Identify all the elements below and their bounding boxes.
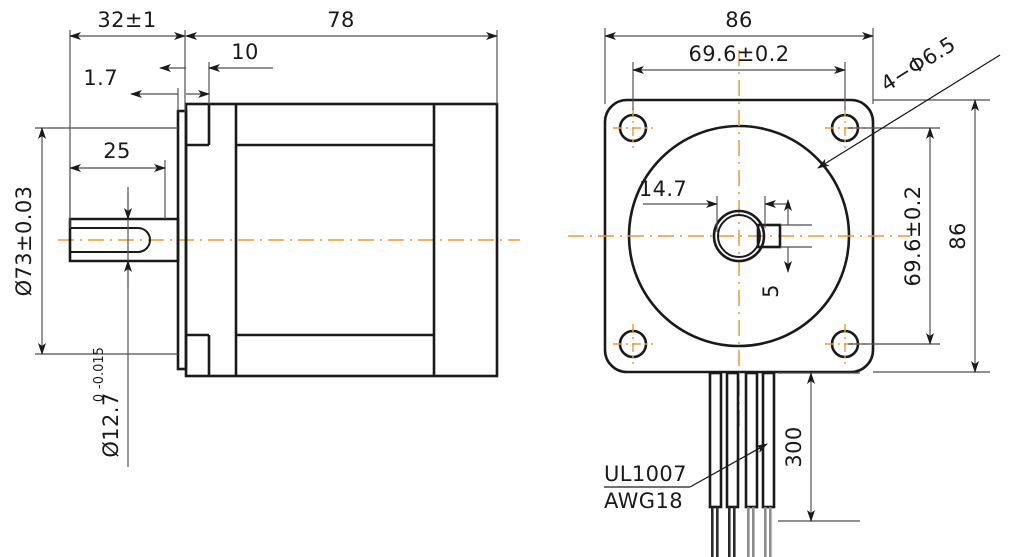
dimension-keyway-length: 25 [69, 139, 166, 219]
dimension-bolt-circle-x: 69.6±0.2 [632, 42, 846, 110]
dimension-body-diameter: Ø73±0.03 [12, 127, 178, 355]
dimension-frame-height: 86 [873, 99, 990, 373]
callout-label-wire-spec-line1: UL1007 [604, 462, 687, 486]
wire-conductor-strands [711, 507, 772, 557]
dim-label-shaft-diameter: Ø12.7 [99, 392, 123, 457]
front-view: 86 69.6±0.2 69.6±0.2 86 4−Φ6.5 [568, 8, 1001, 430]
dimension-shaft-diameter: Ø12.7 0 -0.015 [92, 187, 132, 467]
dim-label-shaft-tol-lower: -0.015 [92, 347, 107, 389]
dimension-body-length: 78 [185, 8, 498, 104]
dim-label-keyway-length: 25 [103, 139, 131, 163]
dim-label-boss-ref: 14.7 [639, 177, 687, 201]
dim-label-shaft-tol-upper: 0 [92, 394, 107, 402]
dimension-keyway-width: 5 [759, 199, 812, 298]
dimension-flange-thickness: 1.7 [83, 66, 210, 111]
callout-label-wire-spec-line2: AWG18 [604, 489, 683, 513]
motor-shaft [68, 217, 180, 263]
dim-label-shaft-length: 32±1 [97, 8, 156, 32]
dim-label-flange-thickness: 1.7 [83, 66, 118, 90]
motor-lead-wires: 300 UL1007 AWG18 [604, 371, 860, 557]
dim-label-body-diameter: Ø73±0.03 [12, 186, 36, 297]
motor-body-outline [176, 102, 499, 378]
callout-wire-spec: UL1007 AWG18 [604, 443, 768, 513]
shaft-end-with-keyway [712, 209, 782, 263]
mounting-hole-bottom-left [613, 324, 653, 364]
dim-label-lead-length: 300 [782, 426, 806, 467]
dim-label-bolt-circle-x: 69.6±0.2 [689, 42, 790, 66]
mounting-hole-top-left [613, 108, 653, 148]
dim-label-bolt-circle-y: 69.6±0.2 [901, 186, 925, 287]
callout-label-mounting-holes: 4−Φ6.5 [877, 32, 960, 96]
dim-label-body-length: 78 [327, 8, 355, 32]
side-view: 32±1 78 10 1.7 25 [12, 8, 520, 467]
dim-label-front-boss: 10 [231, 40, 259, 64]
dimension-bolt-circle-y: 69.6±0.2 [848, 127, 940, 345]
dim-label-frame-height: 86 [946, 222, 970, 250]
dimension-lead-length: 300 [778, 372, 860, 522]
dimension-boss-ref: 14.7 [639, 177, 790, 232]
dimension-frame-width: 86 [604, 8, 874, 104]
dim-label-frame-width: 86 [725, 8, 753, 32]
dim-label-keyway-width: 5 [759, 284, 783, 298]
